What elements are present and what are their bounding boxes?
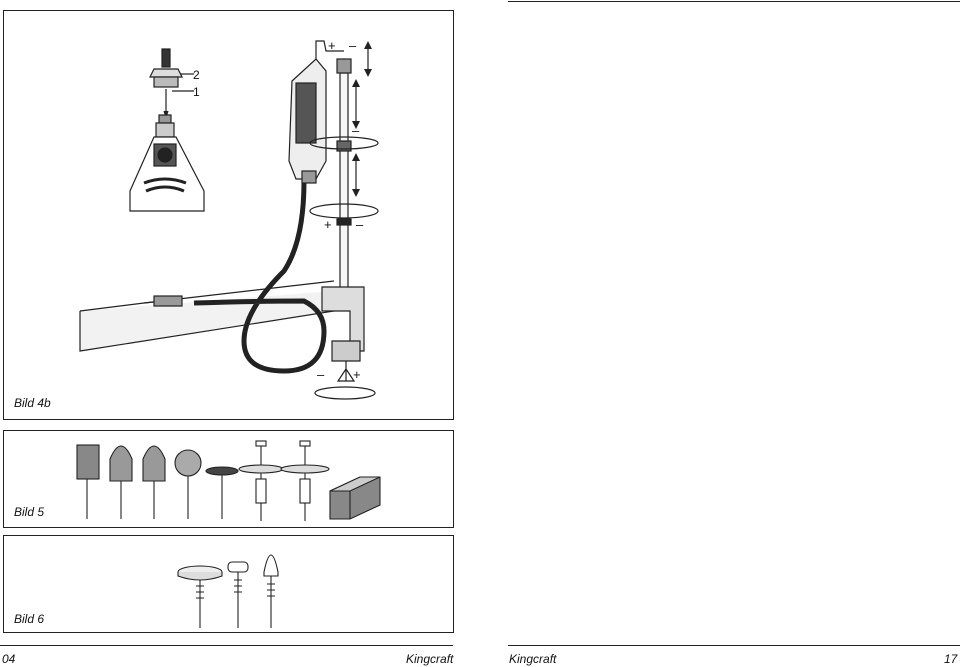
figure-5: Bild 5 (3, 430, 454, 528)
figure-4b-illustration (79, 40, 379, 400)
left-page-number: 04 (2, 652, 16, 666)
figure-5-label: Bild 5 (14, 505, 45, 519)
figure-6-label: Bild 6 (14, 612, 45, 626)
figure-5-accessories (76, 440, 381, 521)
right-page-number: 17 (944, 652, 958, 666)
callout-1: 1 (193, 85, 200, 99)
figure-6-accessories (177, 554, 279, 628)
right-top-rule (508, 1, 960, 2)
minus-sign-top: – (349, 38, 357, 53)
minus-sign-clamp: – (317, 367, 325, 382)
minus-sign-middle: – (352, 123, 360, 138)
figure-4b: 2 1 + – – + – – + Bild 4b (3, 10, 454, 420)
left-footer-brand: Kingcraft (406, 652, 454, 666)
figure-4b-label: Bild 4b (14, 396, 51, 410)
plus-sign-clamp: + (353, 367, 361, 382)
plus-sign-lower: + (324, 217, 332, 232)
minus-sign-lower: – (356, 217, 364, 232)
left-footer-rule (0, 645, 453, 646)
right-footer-brand: Kingcraft (509, 652, 557, 666)
callout-2: 2 (193, 68, 200, 82)
right-footer-rule (508, 645, 960, 646)
plus-sign-top: + (328, 38, 336, 53)
figure-6: Bild 6 (3, 535, 454, 633)
